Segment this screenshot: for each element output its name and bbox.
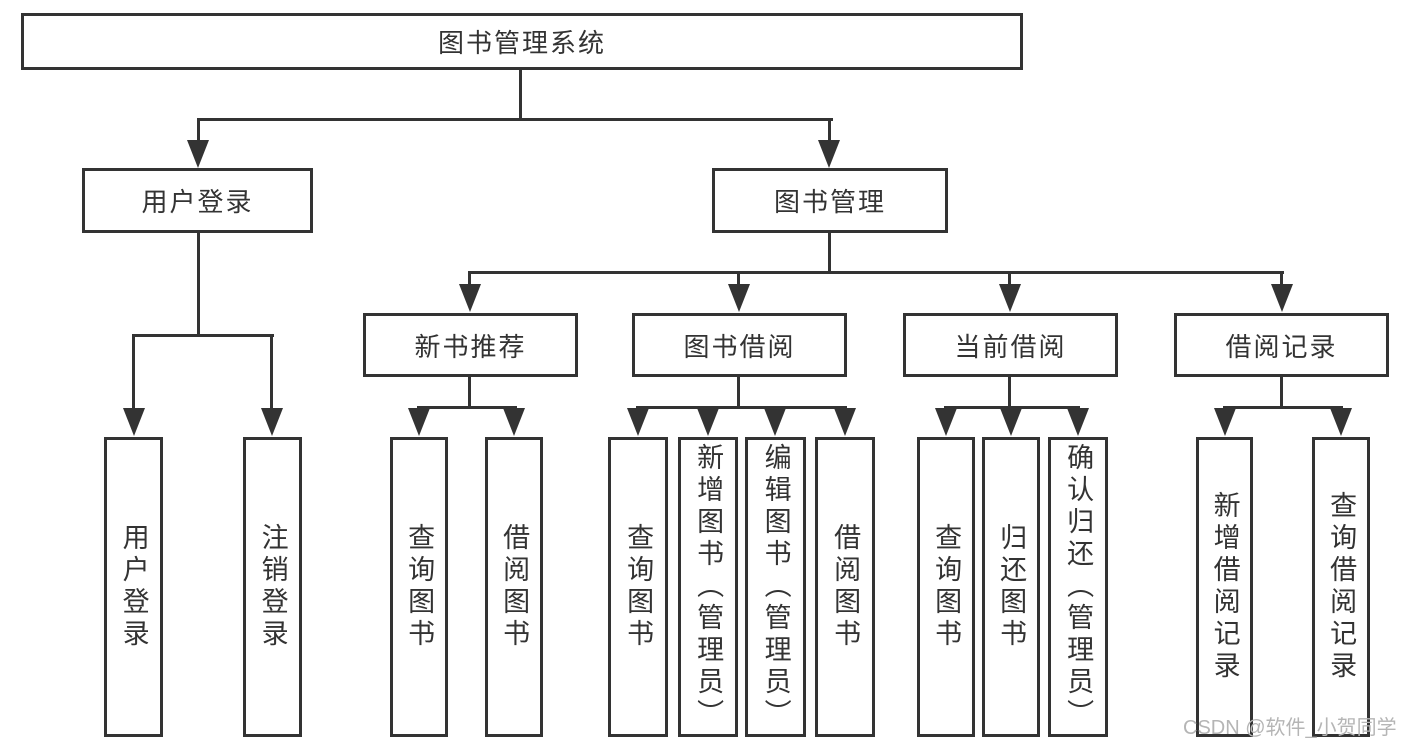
leaf-newbook-borrow: 借阅图书 bbox=[485, 437, 543, 737]
node-new-book: 新书推荐 bbox=[363, 313, 578, 377]
leaf-borrow-borrow: 借阅图书 bbox=[815, 437, 875, 737]
connector-ul-drop2 bbox=[270, 334, 273, 410]
node-root: 图书管理系统 bbox=[21, 13, 1023, 70]
connector-bm-drop-nb bbox=[468, 271, 471, 286]
arrow-down-icon bbox=[1271, 284, 1293, 312]
arrow-down-icon bbox=[728, 284, 750, 312]
arrow-down-icon bbox=[408, 408, 430, 436]
node-book-mgmt-label: 图书管理 bbox=[773, 187, 886, 217]
arrow-down-icon bbox=[1067, 408, 1089, 436]
leaf-borrow-add: 新增图书（管理员） bbox=[678, 437, 738, 737]
arrow-down-icon bbox=[764, 408, 786, 436]
arrow-down-icon bbox=[1330, 408, 1352, 436]
connector-nb-drop bbox=[468, 377, 471, 409]
leaf-logout-label: 注销登录 bbox=[257, 523, 288, 651]
arrow-down-icon bbox=[459, 284, 481, 312]
connector-ul-drop bbox=[197, 233, 200, 337]
connector-ul-hline bbox=[132, 334, 274, 337]
connector-l1-hline bbox=[197, 118, 833, 121]
connector-bm-hline bbox=[468, 271, 1284, 274]
connector-bm-drop-bb bbox=[737, 271, 740, 286]
arrow-down-icon bbox=[261, 408, 283, 436]
connector-bb-drop bbox=[737, 377, 740, 409]
node-root-label: 图书管理系统 bbox=[437, 28, 606, 58]
connector-cb-hline bbox=[944, 406, 1080, 409]
node-user-login: 用户登录 bbox=[82, 168, 313, 233]
connector-br-drop bbox=[1280, 377, 1283, 409]
leaf-current-query: 查询图书 bbox=[917, 437, 975, 737]
arrow-down-icon bbox=[187, 140, 209, 168]
node-current-borrow: 当前借阅 bbox=[903, 313, 1118, 377]
leaf-current-return-label: 归还图书 bbox=[996, 523, 1027, 651]
arrow-down-icon bbox=[697, 408, 719, 436]
node-user-login-label: 用户登录 bbox=[141, 187, 254, 217]
leaf-borrow-borrow-label: 借阅图书 bbox=[830, 523, 861, 651]
leaf-records-query: 查询借阅记录 bbox=[1312, 437, 1370, 737]
connector-br-hline bbox=[1223, 406, 1343, 409]
leaf-records-add-label: 新增借阅记录 bbox=[1209, 491, 1240, 683]
leaf-borrow-edit: 编辑图书（管理员） bbox=[745, 437, 806, 737]
leaf-records-add: 新增借阅记录 bbox=[1196, 437, 1253, 737]
leaf-newbook-borrow-label: 借阅图书 bbox=[499, 523, 530, 651]
leaf-current-confirm-label: 确认归还（管理员） bbox=[1063, 443, 1094, 731]
connector-root-drop bbox=[519, 69, 522, 121]
node-book-borrow-label: 图书借阅 bbox=[683, 331, 796, 362]
leaf-records-query-label: 查询借阅记录 bbox=[1326, 491, 1357, 683]
connector-ul-drop1 bbox=[132, 334, 135, 410]
connector-cb-drop bbox=[1008, 377, 1011, 409]
connector-bm-drop-cb bbox=[1008, 271, 1011, 286]
node-borrow-records: 借阅记录 bbox=[1174, 313, 1389, 377]
connector-l1-drop-left bbox=[197, 118, 200, 144]
leaf-current-query-label: 查询图书 bbox=[931, 523, 962, 651]
arrow-down-icon bbox=[1000, 408, 1022, 436]
connector-l1-drop-right bbox=[828, 118, 831, 144]
csdn-watermark: CSDN @软件_小贺同学 bbox=[1183, 717, 1397, 739]
connector-bm-drop bbox=[828, 233, 831, 274]
node-book-borrow: 图书借阅 bbox=[632, 313, 847, 377]
leaf-current-confirm: 确认归还（管理员） bbox=[1048, 437, 1108, 737]
arrow-down-icon bbox=[123, 408, 145, 436]
leaf-user-login: 用户登录 bbox=[104, 437, 163, 737]
leaf-borrow-query-label: 查询图书 bbox=[623, 523, 654, 651]
connector-nb-hline bbox=[417, 406, 517, 409]
arrow-down-icon bbox=[1214, 408, 1236, 436]
leaf-borrow-add-label: 新增图书（管理员） bbox=[693, 443, 724, 731]
arrow-down-icon bbox=[935, 408, 957, 436]
leaf-user-login-label: 用户登录 bbox=[118, 523, 149, 651]
connector-bb-hline bbox=[636, 406, 847, 409]
leaf-logout: 注销登录 bbox=[243, 437, 302, 737]
leaf-borrow-query: 查询图书 bbox=[608, 437, 668, 737]
connector-bm-drop-br bbox=[1280, 271, 1283, 286]
leaf-borrow-edit-label: 编辑图书（管理员） bbox=[760, 443, 791, 731]
arrow-down-icon bbox=[818, 140, 840, 168]
node-current-borrow-label: 当前借阅 bbox=[954, 331, 1067, 362]
arrow-down-icon bbox=[503, 408, 525, 436]
arrow-down-icon bbox=[834, 408, 856, 436]
leaf-newbook-query: 查询图书 bbox=[390, 437, 448, 737]
arrow-down-icon bbox=[627, 408, 649, 436]
leaf-current-return: 归还图书 bbox=[982, 437, 1040, 737]
arrow-down-icon bbox=[999, 284, 1021, 312]
node-borrow-records-label: 借阅记录 bbox=[1225, 331, 1338, 362]
node-book-mgmt: 图书管理 bbox=[712, 168, 948, 233]
node-new-book-label: 新书推荐 bbox=[414, 331, 527, 362]
leaf-newbook-query-label: 查询图书 bbox=[404, 523, 435, 651]
